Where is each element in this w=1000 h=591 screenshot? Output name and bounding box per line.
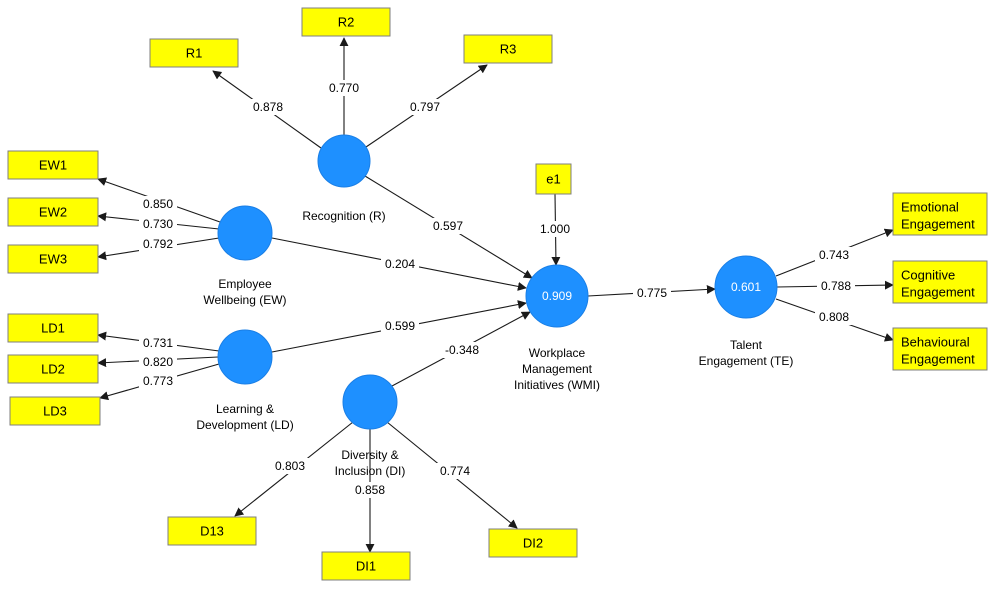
construct-label: Initiatives (WMI)	[514, 378, 600, 392]
coefficient-r-r3: 0.797	[410, 100, 440, 114]
coefficient-ld-wmi: 0.599	[385, 319, 415, 333]
indicator-ld1[interactable]: LD1	[7, 313, 99, 343]
coefficient-ld-ld3: 0.773	[143, 374, 173, 388]
construct-circle	[714, 255, 778, 319]
construct-label: Wellbeing (EW)	[203, 293, 286, 307]
coefficient-te-eme: 0.743	[819, 248, 849, 262]
indicator-box	[7, 313, 99, 343]
coefficient-r-wmi: 0.597	[433, 219, 463, 233]
coefficient-ew-ew2: 0.730	[143, 217, 173, 231]
coefficient-ew-ew3: 0.792	[143, 237, 173, 251]
construct-label: Engagement (TE)	[699, 354, 794, 368]
indicator-r2[interactable]: R2	[301, 7, 391, 37]
coefficient-te-bee: 0.808	[819, 310, 849, 324]
coefficient-ew-ew1: 0.850	[143, 197, 173, 211]
indicator-box	[7, 197, 99, 227]
r-squared-value: 0.909	[542, 289, 572, 303]
indicator-box	[488, 528, 578, 558]
indicator-box	[301, 7, 391, 37]
construct-circle	[342, 374, 398, 430]
indicator-box	[892, 327, 988, 371]
indicator-label: D13	[200, 524, 224, 539]
coefficient-ld-ld1: 0.731	[143, 336, 173, 350]
indicator-label: LD2	[41, 362, 65, 377]
indicator-label: DI1	[356, 559, 376, 574]
indicator-r3[interactable]: R3	[463, 34, 553, 64]
coefficient-ld-ld2: 0.820	[143, 355, 173, 369]
construct-label: Management	[522, 362, 593, 376]
construct-circle	[217, 329, 273, 385]
indicator-label: DI2	[523, 536, 543, 551]
indicator-box	[892, 260, 988, 304]
coefficient-di-d13: 0.803	[275, 459, 305, 473]
indicator-label: EW1	[39, 158, 67, 173]
indicator-label: Emotional	[901, 200, 959, 215]
construct-label: Learning &	[216, 402, 274, 416]
indicator-box	[7, 244, 99, 274]
indicator-box	[149, 38, 239, 68]
indicator-box	[7, 150, 99, 180]
indicator-label: LD3	[43, 404, 67, 419]
indicator-ld2[interactable]: LD2	[7, 354, 99, 384]
indicator-box	[463, 34, 553, 64]
indicator-label: Behavioural	[901, 335, 970, 350]
coefficient-r-r1: 0.878	[253, 100, 283, 114]
construct-label: Inclusion (DI)	[335, 464, 406, 478]
construct-label: Recognition (R)	[302, 209, 385, 223]
indicator-di1[interactable]: DI1	[321, 551, 411, 581]
indicator-ld3[interactable]: LD3	[9, 396, 101, 426]
indicator-label: R2	[338, 15, 355, 30]
construct-label: Development (LD)	[196, 418, 293, 432]
indicator-box	[7, 354, 99, 384]
construct-r[interactable]: Recognition (R)	[302, 134, 386, 223]
indicator-d13[interactable]: D13	[167, 516, 257, 546]
indicator-label: EW2	[39, 205, 67, 220]
coefficient-di-wmi: -0.348	[445, 343, 479, 357]
indicator-label: LD1	[41, 321, 65, 336]
indicator-box	[9, 396, 101, 426]
construct-circle	[217, 205, 273, 261]
construct-label: Diversity &	[341, 448, 398, 462]
coefficient-di-di2: 0.774	[440, 464, 470, 478]
indicator-ew1[interactable]: EW1	[7, 150, 99, 180]
indicator-box	[321, 551, 411, 581]
indicator-r1[interactable]: R1	[149, 38, 239, 68]
construct-circle	[317, 134, 371, 188]
construct-di[interactable]: Diversity & Inclusion (DI)	[335, 374, 406, 478]
indicator-label: Engagement	[901, 352, 975, 367]
coefficient-e1-wmi: 1.000	[540, 222, 570, 236]
indicator-ew3[interactable]: EW3	[7, 244, 99, 274]
coefficient-di-di1: 0.858	[355, 483, 385, 497]
indicator-label: e1	[546, 172, 560, 187]
coefficient-wmi-te: 0.775	[637, 286, 667, 300]
indicator-label: Engagement	[901, 285, 975, 300]
coefficient-ew-wmi: 0.204	[385, 257, 415, 271]
indicator-e1[interactable]: e1	[535, 163, 572, 195]
indicator-box	[892, 192, 988, 236]
indicator-label: Cognitive	[901, 268, 955, 283]
indicator-label: R3	[500, 42, 517, 57]
construct-circle	[525, 264, 589, 328]
indicator-di2[interactable]: DI2	[488, 528, 578, 558]
construct-label: Workplace	[529, 346, 586, 360]
construct-label: Talent	[730, 338, 763, 352]
coefficient-te-coe: 0.788	[821, 279, 851, 293]
indicator-ew2[interactable]: EW2	[7, 197, 99, 227]
r-squared-value: 0.601	[731, 280, 761, 294]
indicator-label: Engagement	[901, 217, 975, 232]
indicator-box	[535, 163, 572, 195]
indicator-label: R1	[186, 46, 203, 61]
construct-label: Employee	[218, 277, 272, 291]
indicator-box	[167, 516, 257, 546]
indicator-label: EW3	[39, 252, 67, 267]
coefficient-r-r2: 0.770	[329, 81, 359, 95]
construct-ld[interactable]: Learning & Development (LD)	[196, 329, 294, 432]
